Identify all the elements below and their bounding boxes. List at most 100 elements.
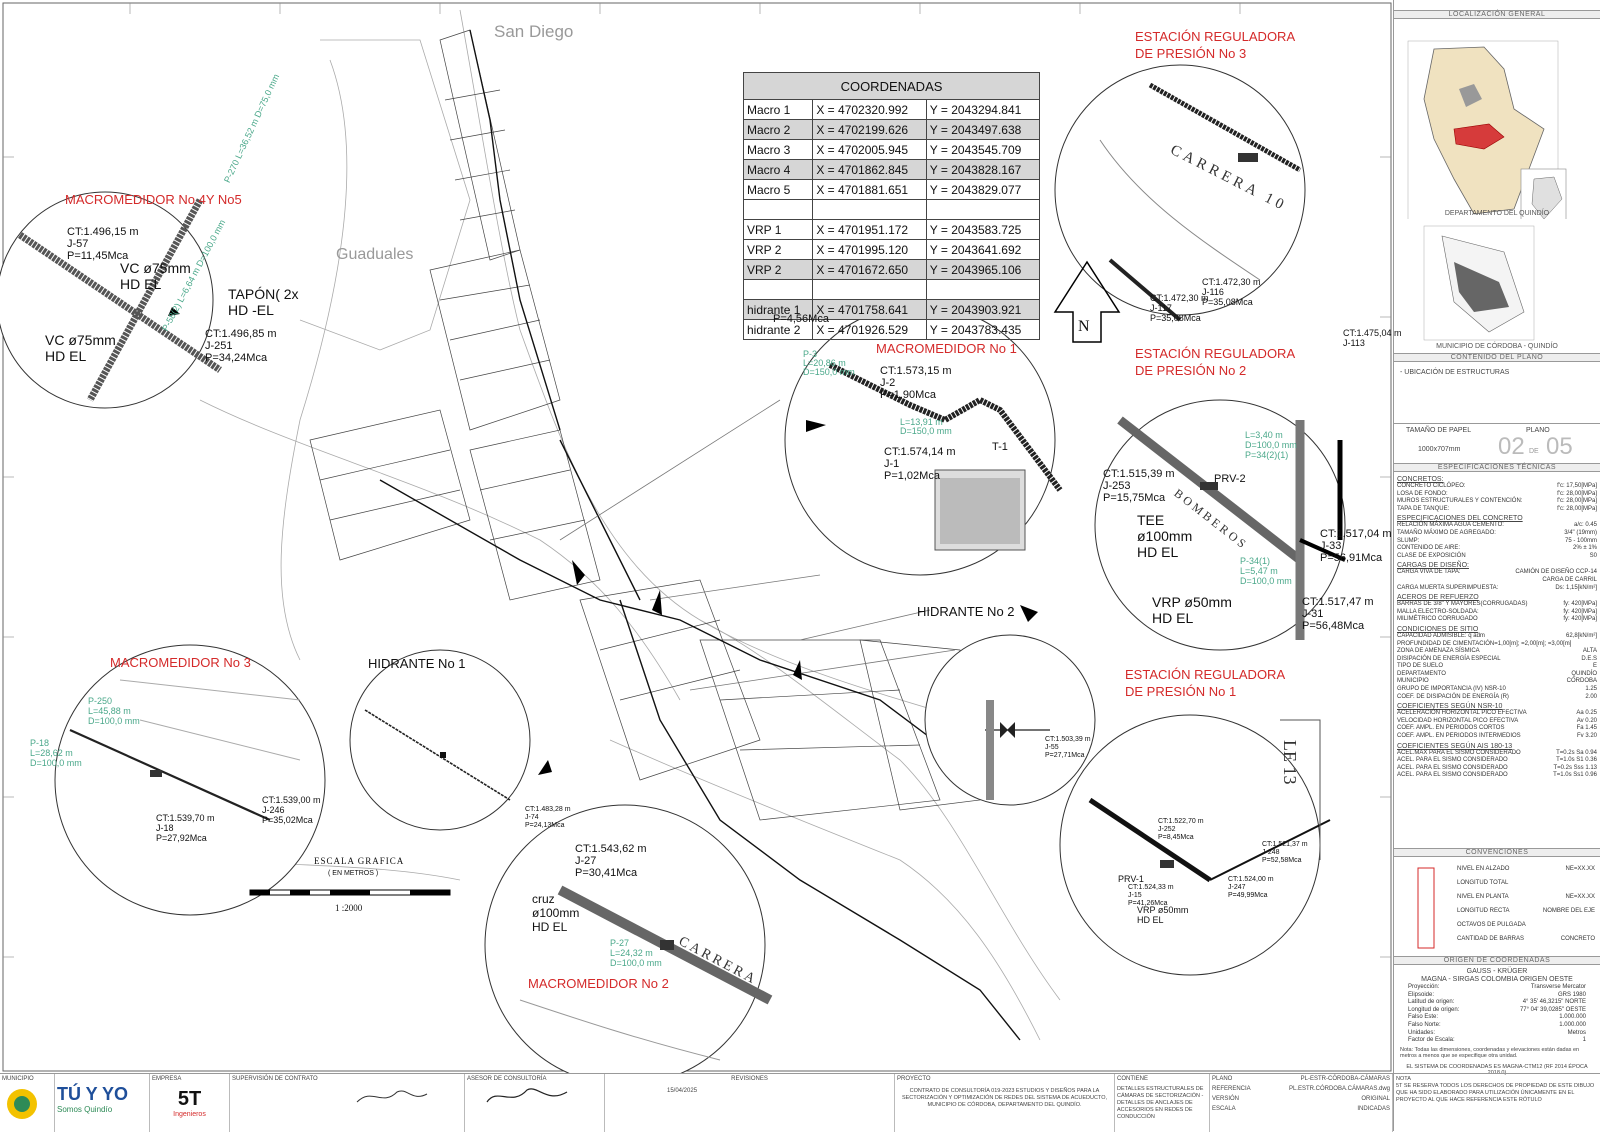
municipality-map <box>1423 225 1535 341</box>
spec-row: TAPA DE TANQUE:f'c: 28,00[MPa] <box>1397 505 1597 512</box>
spec-row: MUROS ESTRUCTURALES Y CONTENCIÓN:f'c: 28… <box>1397 498 1597 505</box>
coordinates-cell-y: Y = 2043497.638 <box>925 119 1041 140</box>
coordinates-cell-y: Y = 2043829.077 <box>925 179 1041 200</box>
coordinates-cell-name: hidrante 1 <box>742 299 814 320</box>
municipality-logo <box>7 1089 37 1119</box>
origin-row: Proyección:Transverse Mercator <box>1408 984 1586 990</box>
coordinates-cell-y: Y = 2043294.841 <box>925 99 1041 120</box>
content-title: CONTENIDO DEL PLANO <box>1394 353 1600 362</box>
callout-title-macro1: MACROMEDIDOR No 1 <box>876 341 1017 356</box>
spec-group-head: ESPECIFICACIONES DEL CONCRETO <box>1397 515 1523 523</box>
spec-group-head: COEFICIENTES SEGÚN AIS 180-13 <box>1397 742 1513 750</box>
coordinates-cell-x <box>812 199 927 220</box>
scale-ratio: 1 :2000 <box>335 903 363 913</box>
plano-label: PLANO <box>1526 427 1550 434</box>
coordinates-cell-y: Y = 2043828.167 <box>925 159 1041 180</box>
tb-asesor: ASESOR DE CONSULTORÍA <box>465 1074 605 1132</box>
coordinates-cell-x: X = 4702199.626 <box>812 119 927 140</box>
coordinates-cell-y: Y = 2043545.709 <box>925 139 1041 160</box>
spec-row: SLUMP:75 - 100mm <box>1397 537 1597 544</box>
macro1-tank-label: T-1 <box>992 441 1008 453</box>
scale-title: ESCALA GRAFICA <box>314 856 405 866</box>
callout-title-hidrante1: HIDRANTE No 1 <box>368 656 466 671</box>
vrp2-prv-label: PRV-2 <box>1214 473 1246 485</box>
tb-nota: NOTA 5T SE RESERVA TODOS LOS DERECHOS DE… <box>1393 1073 1600 1131</box>
tb-municipio: MUNICIPIO <box>0 1074 55 1132</box>
coordinates-cell-name <box>742 279 814 300</box>
coordinates-cell-name: VRP 2 <box>742 239 814 260</box>
signature-1 <box>356 1090 428 1103</box>
coordinates-cell-name: Macro 4 <box>742 159 814 180</box>
coordinates-cell-name: Macro 5 <box>742 179 814 200</box>
coordinates-cell-x: X = 4702005.945 <box>812 139 927 160</box>
department-label: DEPARTAMENTO DEL QUINDÍO <box>1444 210 1550 217</box>
spec-group-head: CONCRETOS: <box>1397 476 1444 483</box>
spec-row: BARRAS DE 3/8" Y MAYORES(CORRUGADAS)fy: … <box>1397 601 1597 608</box>
specs-list: CONCRETOS:CONCRETO CICLÓPEO:f'c: 17,50[M… <box>1394 474 1600 780</box>
origin-line: GAUSS - KRÜGER <box>1466 968 1528 975</box>
spec-row: CONCRETO CICLÓPEO:f'c: 17,50[MPa] <box>1397 483 1597 489</box>
convention-row: OCTAVOS DE PULGADA <box>1457 922 1526 928</box>
coordinates-cell-name: Macro 2 <box>742 119 814 140</box>
spec-row: COEF. DE DISIPACIÓN DE ENERGÍA (R)2.00 <box>1397 693 1597 700</box>
coordinates-cell-name: Macro 3 <box>742 139 814 160</box>
origin-row: Unidades:Metros <box>1408 1029 1586 1036</box>
callout-title-macro45: MACROMEDIDOR No 4Y No5 <box>65 192 242 207</box>
coordinates-cell-name: VRP 1 <box>742 219 814 240</box>
tb-revisiones: REVISIONES 15/04/2025 <box>605 1074 895 1132</box>
spec-row: CARGA VIVA DE TAPA:CAMIÓN DE DISEÑO CCP-… <box>1397 569 1597 576</box>
coordinates-cell-x: X = 4701862.845 <box>812 159 927 180</box>
spec-group-head: CARGAS DE DISEÑO: <box>1397 562 1469 570</box>
origin-line: MAGNA - SIRGAS COLOMBIA ORIGEN OESTE <box>1421 976 1573 983</box>
coordinates-cell-y: Y = 2043903.921 <box>925 299 1041 320</box>
origin-row: Factor de Escala:1 <box>1408 1037 1586 1044</box>
origin-row: Elipsoide:GRS 1980 <box>1408 991 1586 998</box>
spec-group-head: ACEROS DE REFUERZO <box>1397 594 1479 602</box>
specs-title: ESPECIFICACIONES TÉCNICAS <box>1394 463 1600 472</box>
callout-title-hidrante2: HIDRANTE No 2 <box>917 604 1015 619</box>
spec-row: CARGA DE CARRIL <box>1542 576 1597 583</box>
